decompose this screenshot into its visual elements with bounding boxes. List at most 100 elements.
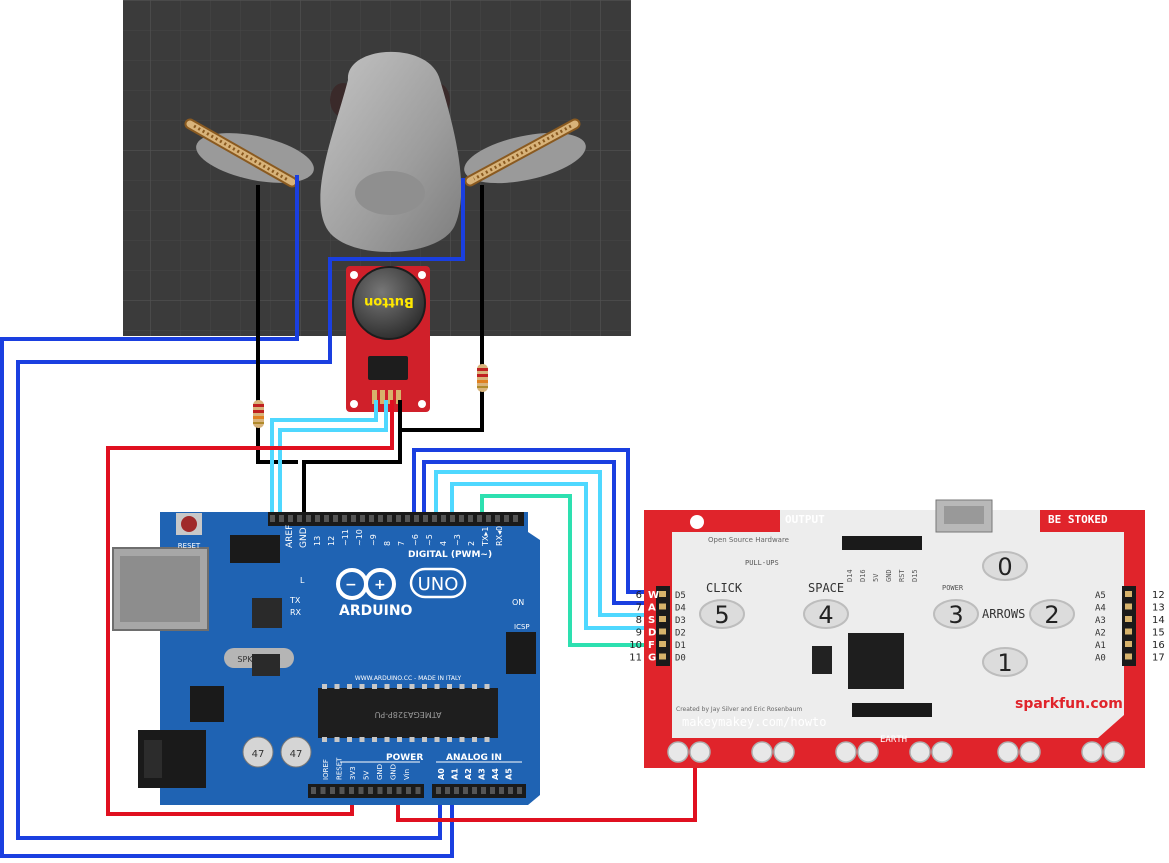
wire-red-5v — [106, 400, 394, 816]
rx-label: RX — [290, 608, 302, 617]
arduino-logo-text: ARDUINO — [339, 603, 413, 619]
makey-left-pin-number: 11 — [629, 653, 642, 664]
makey-right-pin-label: A4 — [1095, 604, 1106, 614]
makey-pad-number: 4 — [818, 601, 833, 629]
digital-pin-label: ~6 — [411, 534, 420, 546]
resistor-left — [253, 400, 264, 428]
analog-pin-label: A5 — [505, 768, 514, 780]
makey-pad-number: 5 — [714, 601, 729, 629]
wire-black-right-sensor — [400, 185, 484, 432]
wire-cyan-1 — [270, 400, 378, 520]
icsp-header — [506, 632, 536, 674]
makey-right-pin-label: A3 — [1095, 616, 1106, 626]
power-pin-label: 5V — [363, 771, 371, 780]
joystick-button-label: Button — [364, 294, 414, 309]
makey-left-pin-number: 9 — [636, 628, 642, 639]
makey-left-pin-number: 6 — [636, 590, 642, 601]
wire-cyan-2 — [278, 400, 388, 520]
earth-label: EARTH — [880, 735, 907, 745]
makey-url-label: makeymakey.com/howto — [682, 715, 827, 729]
svg-text:−: − — [345, 577, 357, 593]
makey-power-label: POWER — [942, 584, 964, 592]
earth-pad[interactable] — [1103, 741, 1125, 763]
output-label: OUTPUT — [785, 513, 825, 526]
power-pin-label: 3V3 — [349, 766, 357, 780]
be-stoked-label: BE STOKED — [1048, 513, 1108, 526]
makey-right-pin-number: 17 — [1152, 653, 1165, 664]
makey-pad-number: 3 — [948, 601, 963, 629]
makey-left-letter: D — [648, 628, 656, 639]
earth-header — [852, 703, 932, 717]
earth-pad[interactable] — [909, 741, 931, 763]
click-label: CLICK — [706, 581, 743, 595]
makey-left-pin-label: D5 — [675, 591, 686, 601]
earth-pad[interactable] — [835, 741, 857, 763]
makey-left-pin-label: D0 — [675, 654, 686, 664]
makey-header-pin-label: 5V — [872, 573, 880, 582]
power-pin-label: RESET — [336, 757, 344, 780]
pullups-label: PULL-UPS — [745, 559, 779, 567]
creature-model — [184, 51, 586, 253]
earth-pad[interactable] — [1081, 741, 1103, 763]
wire-black-joystick — [302, 400, 402, 520]
analog-pin-label: A3 — [478, 768, 487, 780]
website-label: WWW.ARDUINO.CC - MADE IN ITALY — [355, 675, 462, 682]
power-pin-label: GND — [390, 764, 398, 780]
digital-pin-label: TX▸1 — [481, 527, 490, 547]
digital-pin-label: 2 — [467, 541, 476, 546]
makey-right-pin-number: 12 — [1152, 590, 1165, 601]
capacitor-1-label: 47 — [252, 749, 265, 760]
analog-pin-label: A0 — [437, 768, 446, 780]
makey-left-letter: S — [648, 615, 655, 626]
earth-pad[interactable] — [773, 741, 795, 763]
gear-icon — [690, 515, 704, 529]
earth-pad[interactable] — [751, 741, 773, 763]
credit-label: Created by Jay Silver and Eric Rosenbaum — [676, 706, 802, 713]
analog-pin-label: A2 — [464, 768, 473, 780]
wire-cyan-d5 — [434, 470, 645, 617]
earth-pad[interactable] — [997, 741, 1019, 763]
makey-right-pin-label: A0 — [1095, 654, 1106, 664]
power-pin-label: GND — [376, 764, 384, 780]
space-label: SPACE — [808, 581, 844, 595]
reset-button[interactable] — [181, 516, 197, 532]
tx-label: TX — [289, 596, 301, 605]
makey-left-pin-label: D1 — [675, 641, 686, 651]
reset-label: RESET — [178, 542, 201, 550]
makey-pad[interactable] — [982, 647, 1028, 677]
makey-left-pin-number: 10 — [629, 640, 642, 651]
wire-blue-right-sensor — [16, 178, 465, 840]
makey-chip — [848, 633, 904, 689]
digital-pin-label: 12 — [327, 536, 336, 546]
digital-pin-label: RX◂0 — [495, 526, 504, 546]
on-led-label: ON — [512, 598, 524, 607]
wire-blue-d6 — [422, 460, 645, 605]
open-source-label: Open Source Hardware — [708, 536, 789, 544]
makey-pad[interactable] — [699, 599, 745, 629]
digital-pin-label: ~3 — [453, 534, 462, 546]
analog-pin-label: A4 — [491, 768, 500, 780]
earth-pad[interactable] — [857, 741, 879, 763]
makey-top-header — [842, 536, 922, 550]
earth-pad[interactable] — [1019, 741, 1041, 763]
makey-pad-number: 1 — [997, 649, 1012, 677]
arduino-logo: − + — [336, 568, 396, 600]
left-flex-sensor — [184, 118, 298, 188]
makey-left-letter: A — [648, 603, 656, 614]
makey-pad[interactable] — [982, 551, 1028, 581]
atmega-chip — [318, 688, 498, 738]
sparkfun-label: sparkfun.com — [1015, 696, 1123, 712]
makey-right-pin-label: A2 — [1095, 629, 1106, 639]
wire-teal-d2 — [480, 494, 645, 647]
earth-pad[interactable] — [667, 741, 689, 763]
makey-pad[interactable] — [933, 599, 979, 629]
earth-pad[interactable] — [931, 741, 953, 763]
earth-pad[interactable] — [689, 741, 711, 763]
chip-label: ATMEGA328P-PU — [374, 710, 441, 719]
makey-pad[interactable] — [1029, 599, 1075, 629]
wire-black-left-sensor — [256, 185, 298, 464]
digital-pin-label: ~9 — [369, 534, 378, 546]
makey-makey-board: OUTPUT BE STOKED Open Source Hardware PU… — [629, 499, 1165, 768]
makey-pad[interactable] — [803, 599, 849, 629]
